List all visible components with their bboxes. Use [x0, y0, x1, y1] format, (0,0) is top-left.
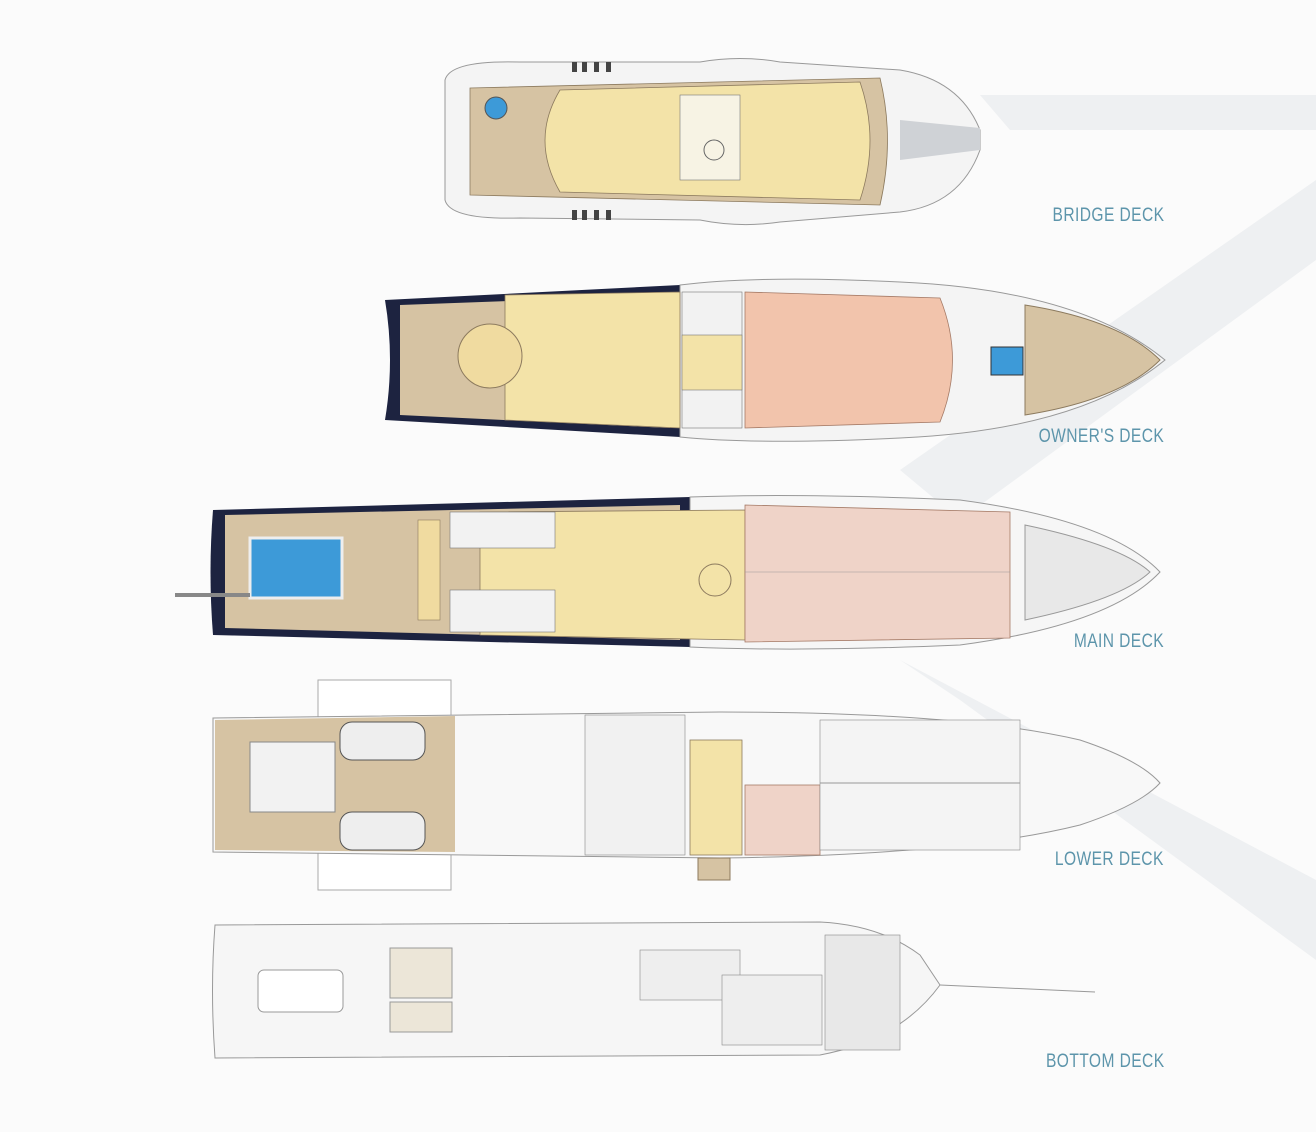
lower-deck-label: LOWER DECK	[1055, 849, 1164, 870]
bridge-deck-plan	[444, 58, 981, 226]
bottom-deck-label: BOTTOM DECK	[1045, 1051, 1164, 1072]
bridge-deck-label: BRIDGE DECK	[1052, 205, 1164, 226]
lower-deck-plan	[212, 679, 1161, 891]
owners-deck-label: OWNER'S DECK	[1038, 426, 1164, 447]
main-deck-label: MAIN DECK	[1073, 631, 1164, 652]
main-deck-plan	[175, 495, 1161, 650]
owners-deck-plan	[385, 278, 1166, 442]
bottom-deck-plan	[212, 921, 1096, 1059]
